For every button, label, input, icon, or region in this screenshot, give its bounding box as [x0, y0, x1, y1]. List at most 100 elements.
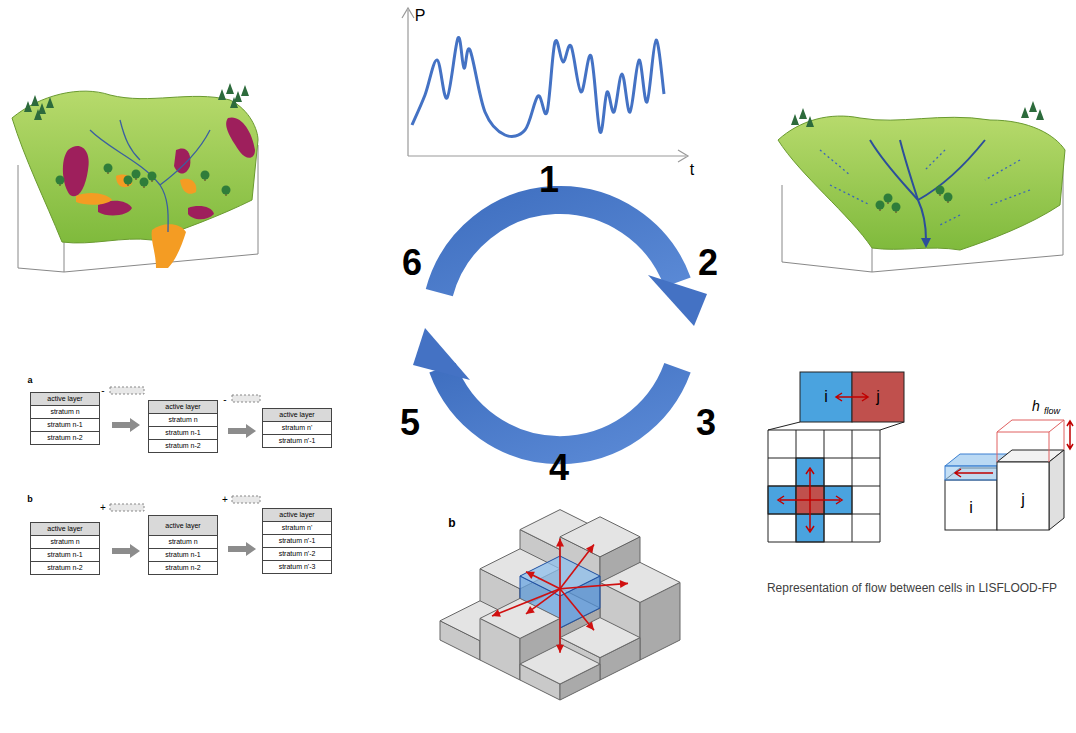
hflow-arrow	[1067, 421, 1073, 449]
stratum-layer: stratum n-1	[148, 426, 218, 440]
conifer	[31, 95, 39, 106]
flow-direction	[492, 589, 560, 616]
axis-label: t	[690, 161, 694, 179]
tree-crown	[140, 178, 149, 187]
conifer	[799, 108, 807, 119]
removed-layer	[110, 387, 260, 511]
conifer	[241, 85, 249, 96]
stratum-layer: stratum n-2	[30, 431, 100, 445]
tree-crown	[124, 176, 133, 185]
stratum-layer: stratum n	[30, 535, 100, 549]
flow-direction	[526, 589, 560, 614]
flow-path	[830, 185, 870, 205]
stratum-layer: stratum n-1	[30, 418, 100, 432]
stratum-layer: stratum n'-1	[262, 534, 332, 548]
water-front	[945, 466, 997, 480]
axis-label: P	[415, 7, 426, 25]
cell-name: i	[969, 499, 973, 517]
flow-path	[820, 150, 850, 175]
flow-arrow	[955, 469, 993, 477]
panel-caption: Representation of flow between cells in …	[762, 582, 1062, 595]
conifer	[24, 101, 32, 112]
dashed-layer	[110, 504, 144, 511]
stratum-layer: stratum n-2	[30, 561, 100, 575]
flow-direction	[559, 589, 561, 653]
zoom-line	[880, 422, 904, 430]
active-layer: active layer	[148, 515, 218, 536]
flow-path	[940, 215, 960, 225]
block-edge	[782, 262, 872, 272]
stream	[918, 140, 985, 200]
active-layer: active layer	[148, 400, 218, 414]
conifer	[34, 109, 42, 120]
neighbour-arrows	[778, 468, 842, 532]
water-edges	[997, 420, 1064, 462]
tree-crown	[222, 186, 231, 195]
grid-lines	[768, 430, 880, 542]
cell-grid	[768, 372, 904, 542]
callout-number: 5	[400, 403, 420, 443]
dashed-layer	[232, 395, 260, 402]
box-i	[945, 480, 997, 530]
cell-name: j	[876, 388, 880, 406]
axis-arrow	[402, 8, 414, 18]
flow-arrowhead	[526, 572, 535, 579]
callout-number: 1	[539, 160, 559, 200]
patch	[76, 193, 112, 205]
flow-path	[990, 190, 1030, 205]
operator-sign: -	[223, 394, 226, 405]
axis-arrow	[678, 150, 688, 162]
flow-arrowhead	[556, 645, 564, 653]
panel-letter: b	[27, 495, 33, 505]
cell-name: j	[1021, 491, 1025, 509]
stratum-layer: stratum n-1	[30, 548, 100, 562]
stratum-layer: stratum n	[30, 405, 100, 419]
tree-crown	[944, 193, 953, 202]
flow-path	[985, 160, 1020, 180]
stratum-layer: stratum n-2	[148, 439, 218, 453]
conifer	[806, 116, 814, 127]
operator-sign: +	[222, 494, 228, 505]
cell-profile	[945, 420, 1064, 530]
flow-arrowhead	[492, 609, 501, 616]
terrain-surface	[12, 91, 258, 243]
tree-crown	[884, 194, 893, 203]
callout-number: 3	[696, 403, 716, 443]
flow-arrowhead	[586, 545, 594, 554]
stratum-layer: stratum n'-1	[262, 434, 332, 448]
callout-number: 4	[549, 448, 569, 488]
conifer	[230, 97, 238, 108]
conifer	[46, 97, 54, 108]
precipitation-series	[412, 37, 664, 136]
callout-number: 6	[402, 243, 422, 283]
block-edge	[18, 165, 19, 268]
deposition-patches	[76, 174, 196, 268]
block-edge	[18, 268, 64, 272]
cycle-arrow	[439, 200, 677, 293]
overland-flow	[820, 150, 1030, 225]
grid-flow-arrows	[778, 393, 868, 532]
patch	[116, 174, 132, 187]
flow-arrowhead	[586, 622, 594, 631]
cycle-arrowhead	[413, 328, 470, 380]
patch	[226, 117, 255, 157]
water-top	[997, 420, 1064, 432]
profile-arrows	[955, 421, 1073, 477]
flow-direction	[560, 589, 594, 630]
block-edge	[64, 242, 65, 272]
flow-direction	[560, 545, 594, 589]
stream	[90, 120, 210, 232]
operator-sign: +	[100, 502, 106, 513]
block-edge	[258, 145, 259, 254]
exchange-arrow	[836, 393, 868, 401]
block-edge	[872, 248, 873, 272]
stratum-layer: stratum n'-2	[262, 547, 332, 561]
chart-axes	[402, 8, 688, 162]
cell-name: i	[824, 388, 828, 406]
tree-crown	[56, 176, 65, 185]
stratum-layer: stratum n	[148, 413, 218, 427]
conifer	[1029, 101, 1037, 112]
terrain-column	[560, 517, 640, 557]
conifer	[791, 114, 799, 125]
operator-sign: -	[101, 385, 104, 396]
